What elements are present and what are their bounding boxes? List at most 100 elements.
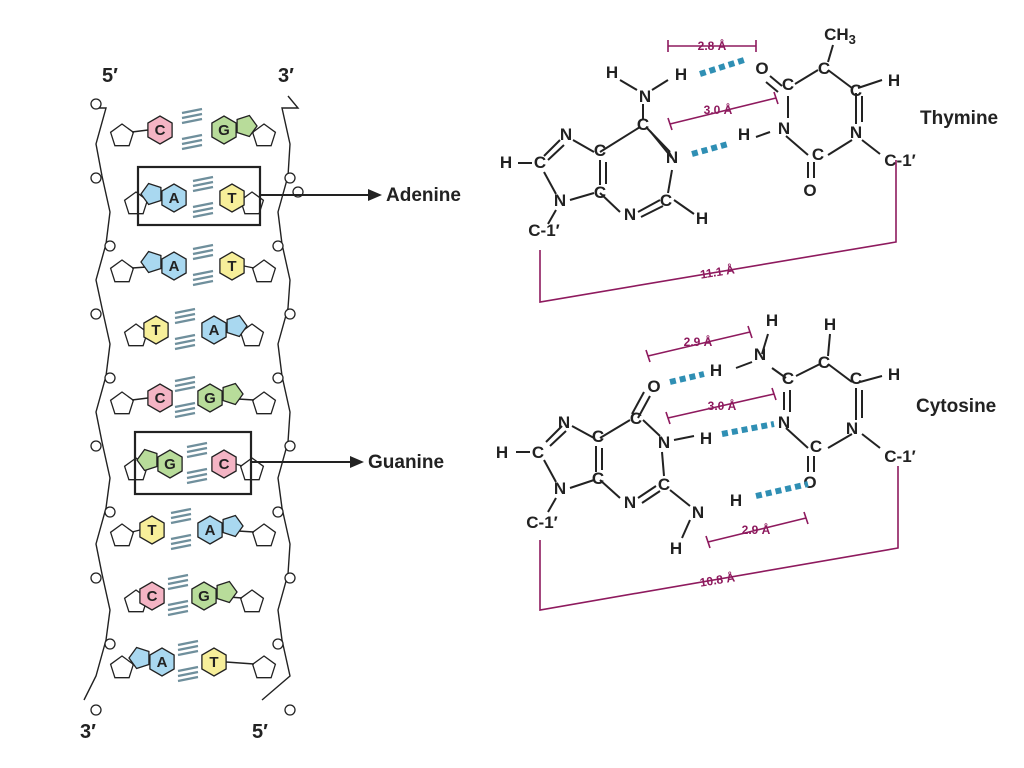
sugar-ring <box>251 259 277 283</box>
base-ring-G <box>236 114 258 138</box>
methyl-subscript: 3 <box>849 32 856 47</box>
sugar-ring <box>109 391 135 415</box>
base-ring-A <box>128 646 150 670</box>
hydrogen-bond-rung <box>167 609 189 617</box>
hydrogen-bond-rung <box>174 307 196 315</box>
phosphate-left <box>90 308 102 320</box>
atom-h: H <box>675 65 687 84</box>
hydrogen-bond-rung <box>181 133 203 141</box>
atom-h: H <box>888 71 900 90</box>
atom-n: N <box>778 119 790 138</box>
atom-n: N <box>624 493 636 512</box>
atom-h: H <box>496 443 508 462</box>
phosphate-left <box>90 98 102 110</box>
hydrogen-bond-rung <box>174 385 196 393</box>
adenine-callout-label: Adenine <box>386 185 461 206</box>
atom-o: O <box>803 181 816 200</box>
sugar-ring <box>251 391 277 415</box>
hydrogen-bond-rung <box>181 117 203 125</box>
atom-c: C <box>818 59 830 78</box>
hydrogen-bond-rung <box>174 317 196 325</box>
atom-c: C <box>810 437 822 456</box>
base-ring-A <box>149 647 175 677</box>
atom-c: C <box>782 369 794 388</box>
atom-h: H <box>888 365 900 384</box>
atom-n: N <box>778 413 790 432</box>
at-hbond-top-distance: 2.8 Å <box>698 38 727 53</box>
base-T: T <box>139 515 165 545</box>
sugar-ring <box>109 655 135 679</box>
base-ring-C <box>139 581 165 611</box>
phosphate-right <box>284 440 296 452</box>
atom-n: N <box>850 123 862 142</box>
guanine-callout-label: Guanine <box>368 452 444 473</box>
hydrogen-bond-rung <box>192 279 214 287</box>
c1-prime-thymine: C-1′ <box>884 151 915 170</box>
atom-c: C <box>594 141 606 160</box>
base-letter-C: C <box>219 456 230 473</box>
strand-label-bottom-left: 3′ <box>80 721 96 743</box>
base-ring-A <box>201 315 227 345</box>
sugar-ring <box>251 123 277 147</box>
c1-prime-guanine: C-1′ <box>526 513 557 532</box>
guanine-cytosine-pair <box>516 333 883 539</box>
hydrogen-bond-rung <box>177 644 199 652</box>
atom-c: C <box>660 191 672 210</box>
hbond-gc-top <box>669 371 705 385</box>
atom-c: C <box>534 153 546 172</box>
base-ring-T <box>219 251 245 281</box>
hydrogen-bond-rung <box>192 274 214 282</box>
base-letter-A: A <box>169 190 180 207</box>
hydrogen-bond-rung <box>177 675 199 683</box>
hydrogen-bond-rung <box>181 143 203 151</box>
base-C: C <box>139 581 165 611</box>
adenine-thymine-pair <box>518 44 883 225</box>
atom-h: H <box>738 125 750 144</box>
hydrogen-bond-rung <box>170 538 192 546</box>
hydrogen-bond-rung <box>167 604 189 612</box>
atom-c: C <box>592 469 604 488</box>
hydrogen-bond-rung <box>170 517 192 525</box>
hydrogen-bond-rung <box>170 512 192 520</box>
hydrogen-bond-rung <box>174 312 196 320</box>
base-letter-T: T <box>227 258 236 275</box>
base-G: G <box>197 382 244 413</box>
atom-c: C <box>818 353 830 372</box>
base-ring-T <box>219 183 245 213</box>
left-strand-backbone <box>83 107 111 701</box>
hydrogen-bond-rung <box>174 333 196 341</box>
phosphate-left <box>104 372 116 384</box>
base-ring-A <box>140 182 162 206</box>
hydrogen-bond-rung <box>181 138 203 146</box>
hydrogen-bond-rung <box>192 175 214 183</box>
sugar-ring <box>109 259 135 283</box>
atom-c: C <box>850 369 862 388</box>
atom-n: N <box>554 479 566 498</box>
phosphate-left <box>90 440 102 452</box>
glycosidic-bond-left <box>131 397 149 401</box>
base-ring-C <box>211 449 237 479</box>
hydrogen-bond-rung <box>181 112 203 120</box>
hydrogen-bond-rung <box>167 583 189 591</box>
strand-label-top-left: 5′ <box>102 65 118 87</box>
atom-c: C <box>637 115 649 134</box>
hydrogen-bond-rung <box>177 665 199 673</box>
hydrogen-bond-rung <box>170 507 192 515</box>
phosphate-right <box>284 704 296 716</box>
hydrogen-bond-rung <box>192 211 214 219</box>
atom-n: N <box>558 413 570 432</box>
at-span-distance: 11.1 Å <box>699 261 736 281</box>
atom-h: H <box>500 153 512 172</box>
hbond-gc-mid <box>721 421 775 437</box>
base-ring-G <box>211 115 237 145</box>
base-letter-G: G <box>204 390 216 407</box>
base-ring-A <box>140 250 162 274</box>
phosphate-right <box>284 572 296 584</box>
glycosidic-bond-left <box>131 129 149 133</box>
hydrogen-bond-rung <box>181 107 203 115</box>
